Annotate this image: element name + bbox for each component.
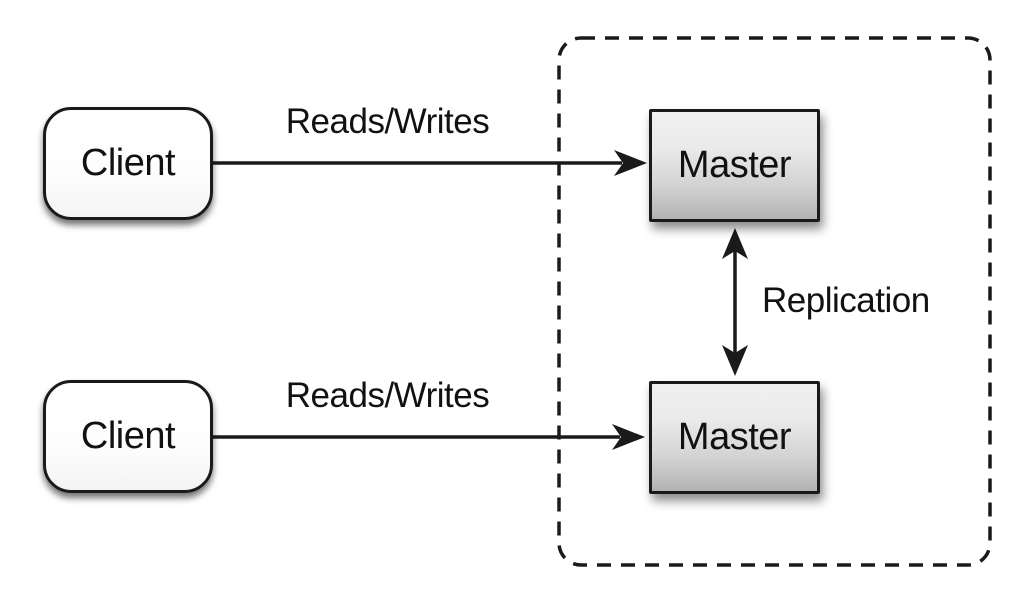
master-node-1-label: Master	[677, 144, 792, 186]
master-node-1: Master	[649, 109, 820, 222]
reads-writes-arrow-2	[213, 424, 645, 450]
master-node-2: Master	[649, 381, 820, 494]
arrowhead-down-icon	[722, 345, 748, 376]
client-node-2: Client	[43, 380, 213, 493]
arrowhead-right-icon	[612, 424, 645, 450]
replication-label: Replication	[762, 281, 930, 320]
reads-writes-arrow-1	[213, 150, 647, 176]
client-node-1-label: Client	[80, 142, 176, 184]
client-node-1: Client	[43, 107, 213, 220]
client-node-2-label: Client	[80, 415, 176, 457]
arrowhead-up-icon	[722, 228, 748, 259]
replication-group-dashed-border	[557, 36, 992, 567]
master-node-2-label: Master	[677, 416, 792, 458]
reads-writes-label-2: Reads/Writes	[285, 376, 490, 415]
arrowhead-right-icon	[614, 150, 647, 176]
replication-double-arrow	[722, 228, 748, 376]
reads-writes-label-1: Reads/Writes	[285, 102, 490, 141]
